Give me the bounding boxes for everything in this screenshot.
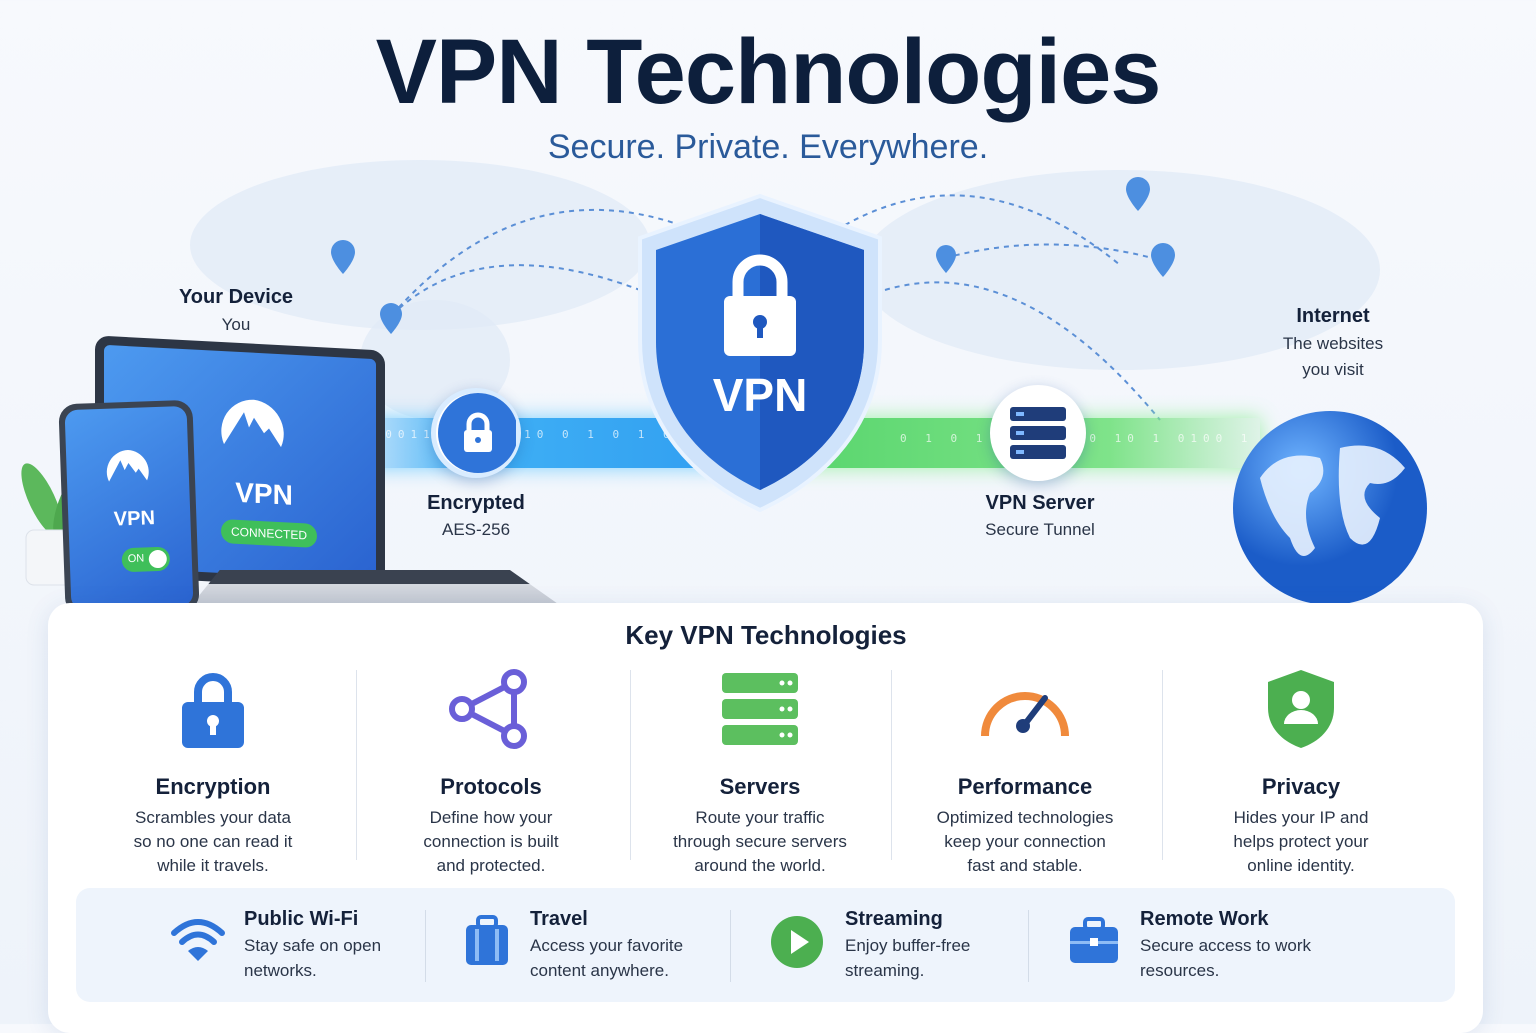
- divider: [356, 670, 357, 860]
- luggage-icon: [466, 915, 508, 965]
- tech-card-privacy: Privacy Hides your IP and helps protect y…: [1171, 668, 1431, 878]
- divider: [891, 670, 892, 860]
- tech-desc: Define how your: [429, 808, 553, 827]
- divider: [1162, 670, 1163, 860]
- use-case-desc: Secure access to work: [1140, 936, 1312, 955]
- use-case-desc: Stay safe on open: [244, 936, 382, 955]
- tech-card-performance: Performance Optimized technologies keep y…: [895, 668, 1155, 878]
- vpn-logo-icon: [106, 450, 149, 482]
- encrypted-title: Encrypted: [427, 492, 525, 514]
- use-case-desc: content anywhere.: [530, 961, 669, 980]
- play-icon: [771, 916, 823, 968]
- vpn-server-node: [990, 385, 1086, 481]
- tech-title: Encryption: [155, 774, 271, 799]
- tech-desc: online identity.: [1247, 856, 1355, 875]
- use-case-title: Remote Work: [1140, 908, 1269, 930]
- page-title: VPN Technologies: [375, 21, 1162, 123]
- use-case-desc: Enjoy buffer-free: [845, 936, 971, 955]
- divider: [630, 670, 631, 860]
- tech-desc: fast and stable.: [967, 856, 1083, 875]
- internet-line-2: you visit: [1302, 360, 1364, 379]
- tech-card-protocols: Protocols Define how your connection is b…: [361, 668, 621, 878]
- encryption-lock-node: [431, 388, 521, 478]
- use-cases-strip: [76, 888, 1455, 1002]
- divider: [730, 910, 731, 982]
- tech-title: Performance: [957, 774, 1093, 799]
- share-nodes-icon: [449, 669, 527, 749]
- vpn-server-title: VPN Server: [985, 492, 1095, 514]
- technologies-heading: Key VPN Technologies: [625, 620, 907, 650]
- use-case-title: Streaming: [845, 908, 943, 930]
- divider: [425, 910, 426, 982]
- internet-line-1: The websites: [1282, 334, 1384, 353]
- tech-desc: Scrambles your data: [135, 808, 291, 827]
- tech-desc: and protected.: [436, 856, 546, 875]
- encrypted-subtitle: AES-256: [441, 520, 511, 539]
- connection-arcs: [331, 177, 1175, 421]
- vpn-logo-icon: [221, 399, 284, 448]
- laptop-vpn-label: VPN: [235, 476, 293, 511]
- tech-title: Protocols: [440, 774, 542, 799]
- tech-desc: keep your connection: [944, 832, 1106, 851]
- server-icon: [1010, 407, 1066, 459]
- wifi-icon: [171, 919, 225, 961]
- use-case-desc: networks.: [244, 961, 317, 980]
- tech-desc: through secure servers: [673, 832, 847, 851]
- tech-desc: Optimized technologies: [936, 808, 1114, 827]
- vpn-toggle[interactable]: ON: [121, 546, 171, 573]
- page-subtitle: Secure. Private. Everywhere.: [547, 128, 989, 166]
- use-case-desc: streaming.: [845, 961, 925, 980]
- device-title: Your Device: [178, 286, 294, 308]
- tech-card-servers: Servers Route your traffic through secure…: [630, 668, 890, 878]
- tech-desc: helps protect your: [1233, 832, 1369, 851]
- use-case-desc: resources.: [1140, 961, 1220, 980]
- phone-vpn-label: VPN: [113, 507, 156, 531]
- device-subtitle: You: [221, 315, 251, 334]
- lock-icon: [438, 393, 516, 473]
- lock-icon: [724, 254, 796, 356]
- tech-desc: Hides your IP and: [1233, 808, 1369, 827]
- laptop: VPN CONNECTED: [95, 335, 385, 591]
- tech-desc: so no one can read it: [133, 832, 293, 851]
- use-case-desc: Access your favorite: [530, 936, 684, 955]
- tech-desc: while it travels.: [157, 856, 269, 875]
- vpn-server-subtitle: Secure Tunnel: [985, 520, 1095, 539]
- briefcase-icon: [1070, 917, 1118, 963]
- use-case-title: Travel: [530, 908, 588, 930]
- tech-title: Servers: [719, 774, 801, 799]
- toggle-label: ON: [127, 552, 145, 566]
- smartphone: VPN ON: [58, 399, 200, 617]
- tech-desc: around the world.: [694, 856, 826, 875]
- shield-user-icon: [1268, 670, 1334, 748]
- shield-label: VPN: [712, 369, 808, 421]
- globe-icon: [1233, 411, 1427, 605]
- connected-badge: CONNECTED: [220, 519, 318, 549]
- vpn-shield: [638, 193, 882, 513]
- use-case-title: Public Wi-Fi: [244, 908, 359, 930]
- speedometer-icon: [981, 692, 1069, 737]
- tech-desc: Route your traffic: [695, 808, 825, 827]
- tech-desc: connection is built: [423, 832, 559, 851]
- tech-card-encryption: Encryption Scrambles your data so no one …: [83, 668, 343, 878]
- internet-title: Internet: [1296, 305, 1370, 327]
- tech-title: Privacy: [1261, 774, 1341, 799]
- lock-icon: [182, 673, 244, 748]
- divider: [1028, 910, 1029, 982]
- location-pin-icon: [331, 177, 1175, 334]
- server-icon: [722, 673, 798, 745]
